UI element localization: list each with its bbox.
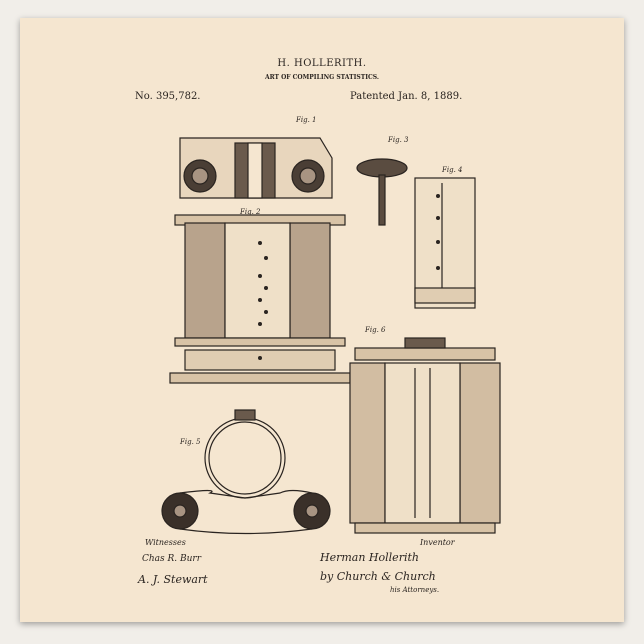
- fig-6-label: Fig. 6: [365, 326, 385, 334]
- witness-signature-1: Chas R. Burr: [142, 554, 201, 564]
- fig-3-drawing: [357, 159, 407, 225]
- inventor-signature: Herman Hollerith: [320, 551, 419, 564]
- attorneys-signature: by Church & Church: [320, 570, 436, 583]
- fig-1-label: Fig. 1: [296, 116, 316, 124]
- patent-poster: H. HOLLERITH. ART OF COMPILING STATISTIC…: [20, 18, 624, 622]
- witness-signature-2: A. J. Stewart: [138, 573, 208, 586]
- fig-5-drawing: [162, 410, 330, 534]
- fig-1-drawing: [180, 138, 332, 198]
- fig-3-label: Fig. 3: [388, 136, 408, 144]
- attorneys-label: his Attorneys.: [390, 586, 439, 594]
- inventor-label: Inventor: [420, 538, 455, 547]
- fig-4-drawing: [415, 178, 475, 308]
- fig-2-drawing: [170, 215, 350, 383]
- fig-6-drawing: [350, 338, 500, 533]
- fig-5-label: Fig. 5: [180, 438, 200, 446]
- patent-drawing: [20, 18, 624, 622]
- fig-2-label: Fig. 2: [240, 208, 260, 216]
- fig-4-label: Fig. 4: [442, 166, 462, 174]
- witnesses-label: Witnesses: [145, 538, 186, 547]
